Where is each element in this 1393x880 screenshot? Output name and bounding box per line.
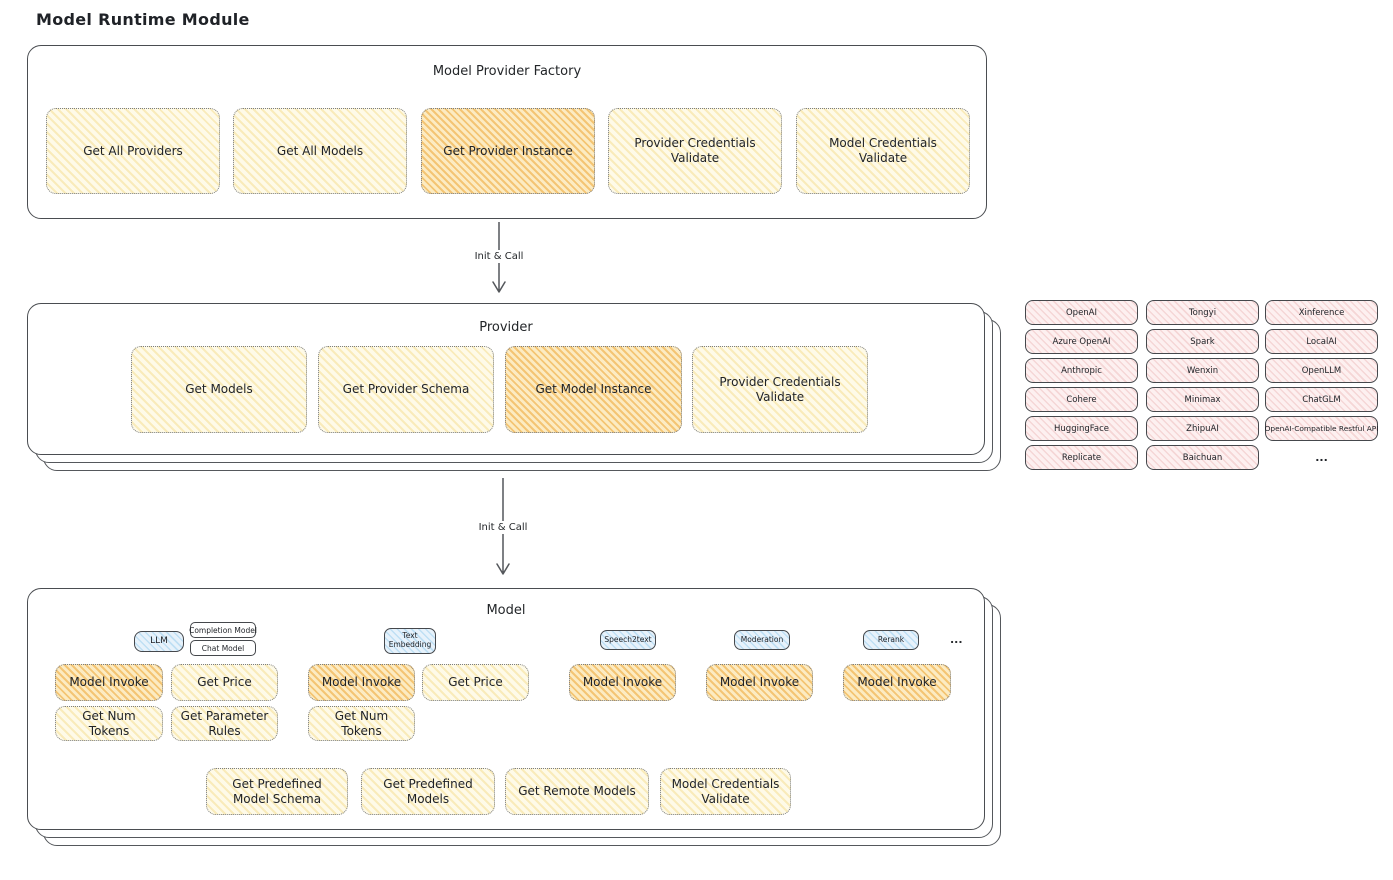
arrow-label-init-call-2: Init & Call xyxy=(461,521,545,534)
page-title: Model Runtime Module xyxy=(36,10,250,29)
provider-badge: Wenxin xyxy=(1146,358,1259,383)
node-get-price-text-embedding: Get Price xyxy=(422,664,529,701)
node-model-credentials-validate-2: Model Credentials Validate xyxy=(660,768,791,815)
node-get-all-models: Get All Models xyxy=(233,108,407,194)
tag-completion-model: Completion Model xyxy=(189,622,257,638)
node-get-models: Get Models xyxy=(131,346,307,433)
node-get-model-instance: Get Model Instance xyxy=(505,346,682,433)
provider-badge: Tongyi xyxy=(1146,300,1259,325)
node-get-provider-schema: Get Provider Schema xyxy=(318,346,494,433)
node-provider-credentials-validate-2: Provider Credentials Validate xyxy=(692,346,868,433)
node-get-provider-instance: Get Provider Instance xyxy=(421,108,595,194)
factory-box: Model Provider Factory Get All Providers… xyxy=(27,45,987,219)
node-get-predefined-models: Get Predefined Models xyxy=(361,768,495,815)
model-box: Model LLM Completion Model Chat Model Te… xyxy=(27,588,985,830)
provider-badge: Xinference xyxy=(1265,300,1378,325)
node-model-invoke-rerank: Model Invoke xyxy=(843,664,951,701)
provider-badge: OpenAI xyxy=(1025,300,1138,325)
provider-badge: Cohere xyxy=(1025,387,1138,412)
provider-title: Provider xyxy=(479,320,533,335)
node-get-parameter-rules: Get Parameter Rules xyxy=(171,706,278,741)
provider-badge: Anthropic xyxy=(1025,358,1138,383)
node-model-invoke-moderation: Model Invoke xyxy=(706,664,813,701)
node-get-num-tokens-text-embedding: Get Num Tokens xyxy=(308,706,415,741)
provider-badge: Replicate xyxy=(1025,445,1138,470)
node-model-credentials-validate: Model Credentials Validate xyxy=(796,108,970,194)
provider-badge: Minimax xyxy=(1146,387,1259,412)
node-provider-credentials-validate: Provider Credentials Validate xyxy=(608,108,782,194)
model-title: Model xyxy=(486,603,526,618)
provider-badge: ZhipuAI xyxy=(1146,416,1259,441)
provider-box: Provider Get Models Get Provider Schema … xyxy=(27,303,985,455)
provider-badge-column-1: OpenAI Azure OpenAI Anthropic Cohere Hug… xyxy=(1025,300,1138,470)
node-model-invoke-text-embedding: Model Invoke xyxy=(308,664,415,701)
provider-badge: Spark xyxy=(1146,329,1259,354)
provider-badge: ChatGLM xyxy=(1265,387,1378,412)
node-get-num-tokens-llm: Get Num Tokens xyxy=(55,706,163,741)
tag-text-embedding: Text Embedding xyxy=(384,628,436,654)
tag-rerank: Rerank xyxy=(863,630,919,650)
node-get-all-providers: Get All Providers xyxy=(46,108,220,194)
tag-moderation: Moderation xyxy=(734,630,790,650)
provider-badge-column-3: Xinference LocalAI OpenLLM ChatGLM OpenA… xyxy=(1265,300,1378,470)
model-tags-ellipsis: ... xyxy=(950,633,963,646)
node-get-price-llm: Get Price xyxy=(171,664,278,701)
node-model-invoke-llm: Model Invoke xyxy=(55,664,163,701)
provider-badge: Baichuan xyxy=(1146,445,1259,470)
provider-list-ellipsis: ... xyxy=(1315,451,1328,464)
node-get-predefined-model-schema: Get Predefined Model Schema xyxy=(206,768,348,815)
provider-badge: OpenAI-Compatible Restful API xyxy=(1265,416,1378,441)
node-model-invoke-speech2text: Model Invoke xyxy=(569,664,676,701)
provider-badge: OpenLLM xyxy=(1265,358,1378,383)
factory-title: Model Provider Factory xyxy=(432,64,582,79)
provider-badge: HuggingFace xyxy=(1025,416,1138,441)
tag-chat-model: Chat Model xyxy=(190,640,256,656)
provider-badge-column-2: Tongyi Spark Wenxin Minimax ZhipuAI Baic… xyxy=(1146,300,1259,470)
tag-llm: LLM xyxy=(134,631,184,652)
tag-speech2text: Speech2text xyxy=(600,630,656,650)
provider-badge: LocalAI xyxy=(1265,329,1378,354)
provider-badge: Azure OpenAI xyxy=(1025,329,1138,354)
arrow-label-init-call-1: Init & Call xyxy=(457,250,541,263)
node-get-remote-models: Get Remote Models xyxy=(505,768,649,815)
